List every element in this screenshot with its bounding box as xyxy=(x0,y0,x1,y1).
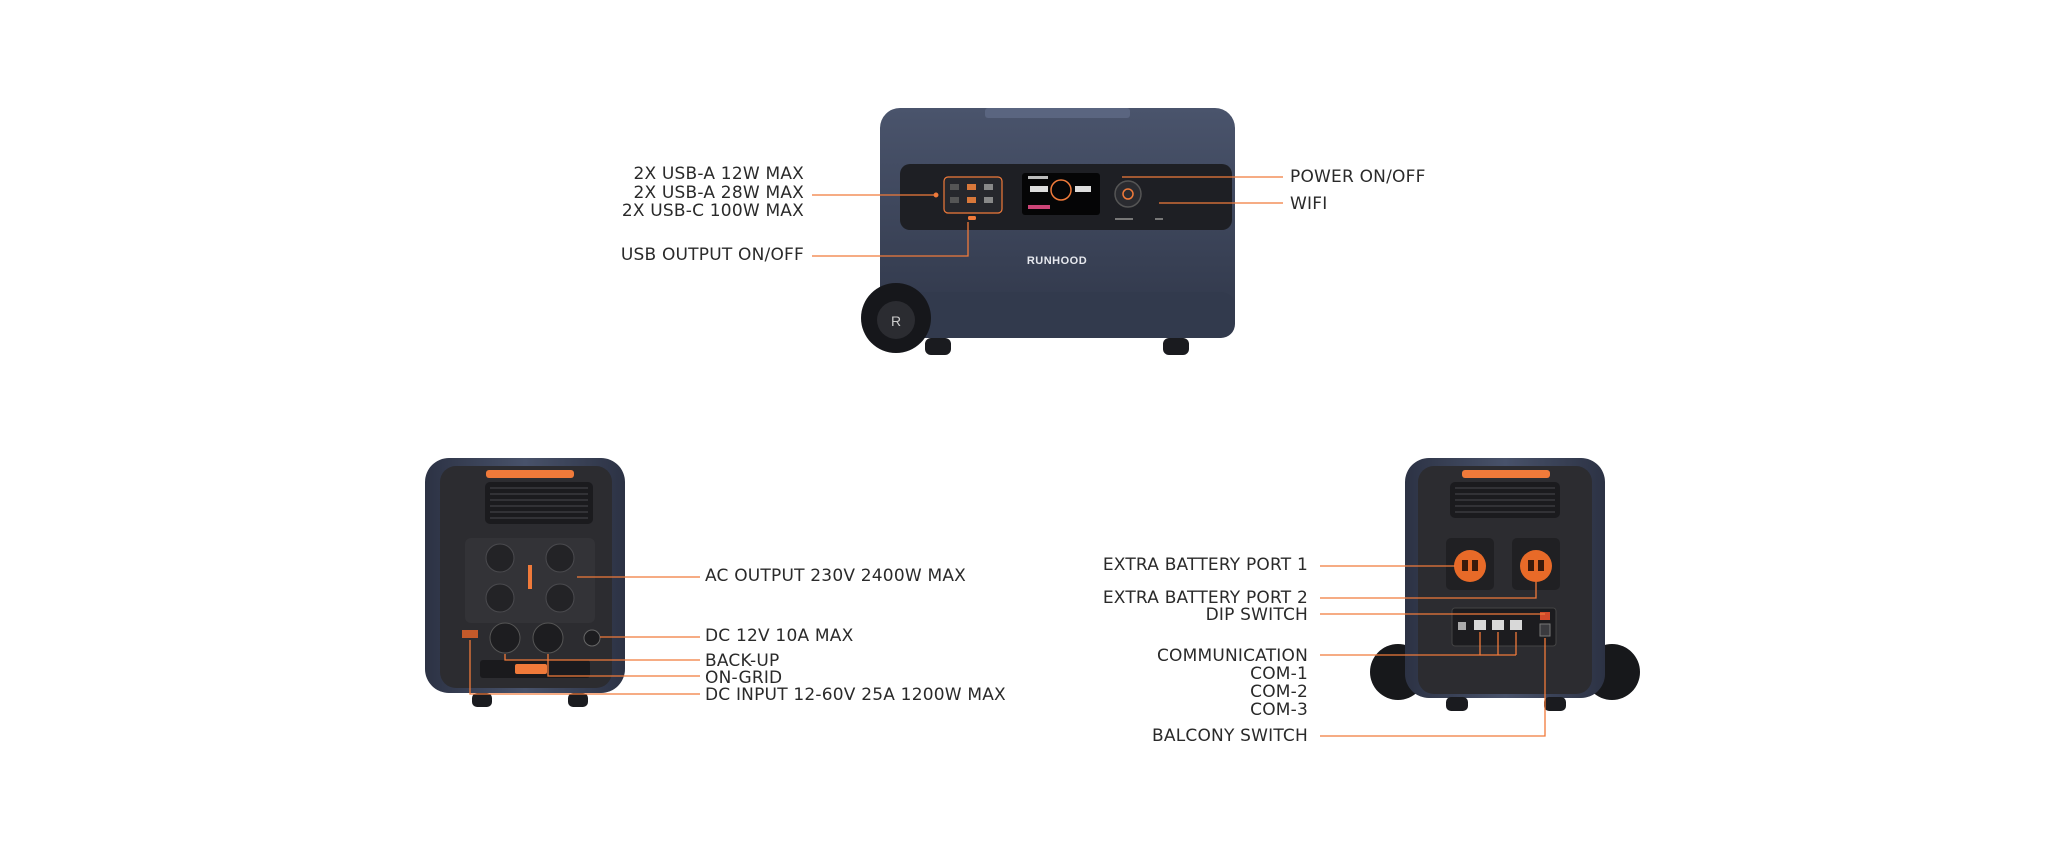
front-unit-top-lid xyxy=(985,108,1130,118)
label-dip-switch: DIP SWITCH xyxy=(1205,605,1308,625)
usb-port xyxy=(950,197,959,203)
battery-port-2 xyxy=(1520,550,1552,582)
front-foot xyxy=(1163,338,1189,355)
dc-12v-port xyxy=(583,629,601,647)
label-usb-output-onoff: USB OUTPUT ON/OFF xyxy=(620,245,804,265)
battery-port-2-pin xyxy=(1538,560,1544,571)
aux-port xyxy=(1458,622,1466,630)
label-wifi: WIFI xyxy=(1290,194,1328,214)
front-foot xyxy=(925,338,951,355)
backup-connector xyxy=(489,622,521,654)
front-unit: RUNHOOD R xyxy=(861,108,1235,355)
usb-port-block xyxy=(943,176,1003,214)
left-handle xyxy=(486,470,574,478)
ac-socket xyxy=(485,583,515,613)
label-communication: COMMUNICATION xyxy=(1156,646,1308,666)
front-wheel-hub xyxy=(877,301,915,339)
left-foot xyxy=(568,693,588,707)
right-foot xyxy=(1544,697,1566,711)
label-balcony-switch: BALCONY SWITCH xyxy=(1152,726,1308,746)
label-on-grid: ON-GRID xyxy=(705,668,783,688)
panel-caption xyxy=(1115,218,1133,220)
left-vent xyxy=(485,482,593,524)
com-port xyxy=(1492,620,1504,630)
usb-port xyxy=(950,184,959,190)
label-ac-output: AC OUTPUT 230V 2400W MAX xyxy=(705,566,966,586)
front-unit-bottom-band xyxy=(880,292,1235,338)
label-back-up: BACK-UP xyxy=(705,651,780,671)
callout-line-dc-input xyxy=(469,640,700,695)
label-com-2: COM-2 xyxy=(1250,682,1308,702)
callout-lines xyxy=(469,176,1546,737)
callout-line-battery-2 xyxy=(1320,582,1537,599)
usb-output-button xyxy=(968,216,976,220)
usb-port xyxy=(967,184,976,190)
label-dc-12v: DC 12V 10A MAX xyxy=(705,626,854,646)
label-usb-a-28w: 2X USB-A 28W MAX xyxy=(633,183,804,203)
ongrid-connector xyxy=(532,622,564,654)
label-com-1: COM-1 xyxy=(1250,664,1308,684)
power-button xyxy=(1114,180,1142,208)
label-usb-a-12w: 2X USB-A 12W MAX xyxy=(633,164,804,184)
label-com-3: COM-3 xyxy=(1250,700,1308,720)
balcony-switch xyxy=(1539,623,1551,637)
brand-logo: RUNHOOD xyxy=(1027,255,1087,267)
left-vent-slats xyxy=(490,487,588,519)
display-readout xyxy=(1075,186,1091,192)
callout-line-on-grid xyxy=(547,654,700,677)
label-power-onoff: POWER ON/OFF xyxy=(1290,167,1426,187)
dip-switch xyxy=(1540,612,1550,620)
usb-port xyxy=(984,184,993,190)
battery-port-1-pin xyxy=(1472,560,1478,571)
callout-line-usb-output xyxy=(812,222,969,257)
ac-socket xyxy=(485,543,515,573)
label-usb-c-100w: 2X USB-C 100W MAX xyxy=(621,201,804,221)
label-extra-battery-port-2: EXTRA BATTERY PORT 2 xyxy=(1102,588,1308,608)
callout-line-backup xyxy=(504,654,700,661)
display-gauge xyxy=(1050,179,1072,201)
right-foot xyxy=(1446,697,1468,711)
display-readout xyxy=(1030,186,1048,192)
label-dc-input: DC INPUT 12-60V 25A 1200W MAX xyxy=(705,685,1006,705)
battery-port-1-pin xyxy=(1462,560,1468,571)
battery-port-2-pin xyxy=(1528,560,1534,571)
com-port xyxy=(1474,620,1486,630)
label-extra-battery-port-1: EXTRA BATTERY PORT 1 xyxy=(1102,555,1308,575)
display-icons xyxy=(1028,205,1050,209)
wifi-indicator xyxy=(1155,218,1163,220)
right-vent-slats xyxy=(1455,487,1555,513)
display-status xyxy=(1028,176,1048,179)
callout-line-balcony xyxy=(1320,638,1546,737)
usb-port xyxy=(967,197,976,203)
ac-indicator xyxy=(528,565,532,589)
ac-socket xyxy=(545,543,575,573)
right-handle xyxy=(1462,470,1550,478)
usb-port xyxy=(984,197,993,203)
power-button-logo xyxy=(1122,188,1134,200)
com-port xyxy=(1510,620,1522,630)
battery-port-1 xyxy=(1454,550,1486,582)
right-side-unit xyxy=(1370,458,1640,711)
wheel-logo-icon: R xyxy=(891,313,901,329)
display-screen xyxy=(1022,173,1100,215)
left-side-unit xyxy=(425,458,625,707)
ac-socket xyxy=(545,583,575,613)
dc-input-port xyxy=(462,630,478,638)
callout-dot xyxy=(933,192,939,198)
left-bottom-handle xyxy=(515,664,547,674)
left-foot xyxy=(472,693,492,707)
